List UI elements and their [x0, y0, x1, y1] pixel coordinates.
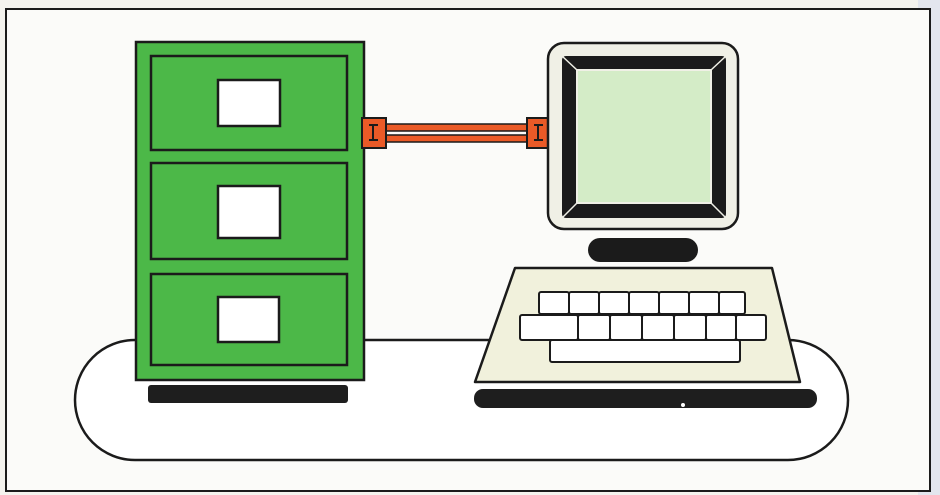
- key: [642, 315, 674, 340]
- key: [599, 292, 629, 314]
- drawer-label-2: [218, 186, 280, 238]
- drawer-label-3: [218, 297, 279, 342]
- drawer-label-1: [218, 80, 280, 126]
- monitor-screen: [577, 70, 711, 203]
- filing-cabinet-icon: [136, 42, 364, 403]
- key: [689, 292, 719, 314]
- space-bar: [550, 340, 740, 362]
- crt-monitor-icon: [548, 43, 738, 262]
- key: [520, 315, 578, 340]
- key: [736, 315, 766, 340]
- key: [674, 315, 706, 340]
- key: [706, 315, 736, 340]
- keyboard-shadow-dot: [681, 403, 685, 407]
- keyboard-row-2: [520, 315, 766, 340]
- key: [610, 315, 642, 340]
- key: [629, 292, 659, 314]
- key: [719, 292, 745, 314]
- cable-upper-band: [380, 124, 530, 131]
- monitor-stand: [588, 238, 698, 262]
- plug-left: [362, 118, 386, 148]
- keyboard-row-1: [539, 292, 745, 314]
- key: [578, 315, 610, 340]
- keyboard-shadow: [474, 389, 817, 408]
- key: [539, 292, 569, 314]
- cable-lower-band: [380, 135, 530, 142]
- key: [659, 292, 689, 314]
- cabinet-shadow: [148, 385, 348, 403]
- key: [569, 292, 599, 314]
